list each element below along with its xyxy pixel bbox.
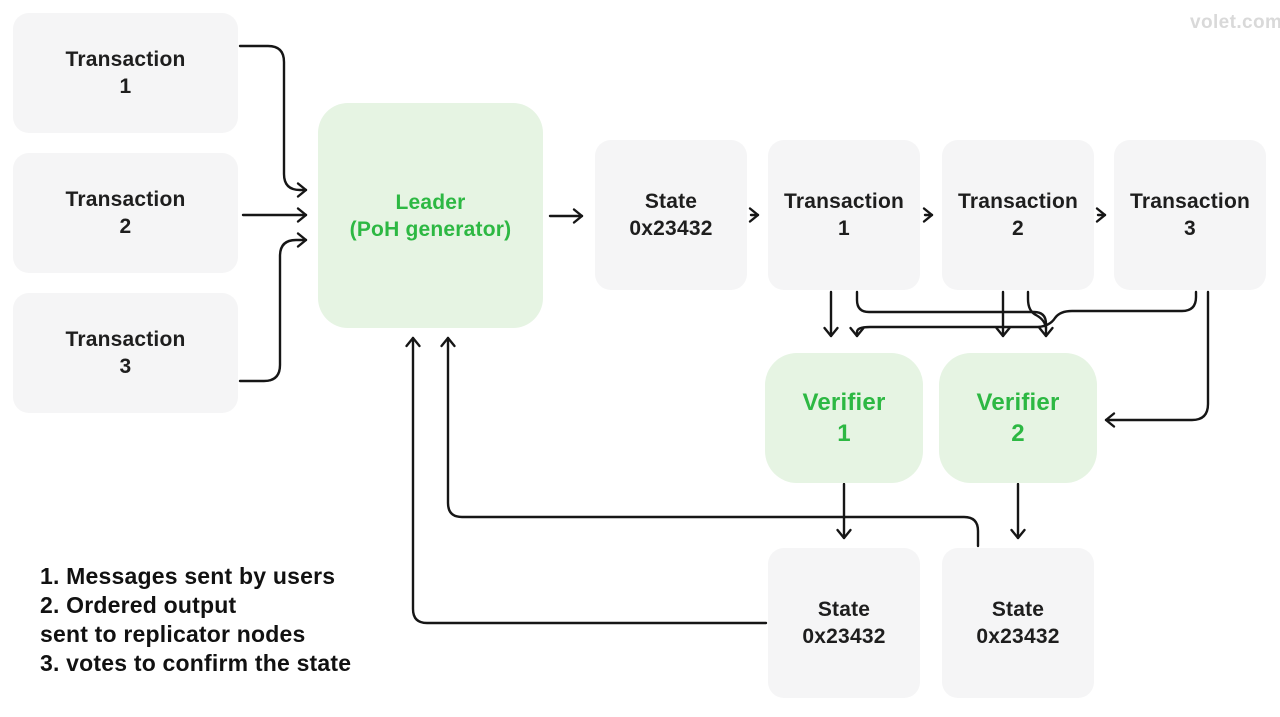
verifier-1-label: Verifier [802,389,886,416]
legend: 1. Messages sent by users 2. Ordered out… [40,562,460,678]
watermark: volet.com [1190,12,1280,33]
verifier-1-box: Verifier 1 [765,353,923,483]
input-transaction-3-box: Transaction 3 [13,293,238,413]
output-state-1-box: State 0x23432 [768,548,920,698]
legend-line-4: 3. votes to confirm the state [40,650,352,676]
input-transaction-1-number: 1 [119,75,132,98]
input-transaction-2-box: Transaction 2 [13,153,238,273]
input-transaction-1-label: Transaction [65,48,186,71]
sequence-state-box: State 0x23432 [595,140,747,290]
arrow-state2-vote-to-leader [440,336,980,548]
sequence-transaction-2-label: Transaction [957,190,1079,213]
output-state-2-label: State [991,598,1045,621]
leader-sublabel: (PoH generator) [349,217,512,241]
output-state-1-label: State [817,598,871,621]
input-transaction-2-label: Transaction [65,188,186,211]
arrow-seq-tx3-to-verifier2-side [1104,290,1210,428]
input-transaction-2-number: 2 [119,215,132,238]
sequence-transaction-3-box: Transaction 3 [1114,140,1266,290]
wire-seq-tx2-merge [1026,290,1048,330]
arrow-tx1-to-leader [238,44,308,198]
verifier-2-box: Verifier 2 [939,353,1097,483]
sequence-state-label: State [644,190,698,213]
sequence-transaction-1-label: Transaction [783,190,905,213]
leader-label: Leader [395,190,466,214]
legend-line-2: 2. Ordered output [40,592,237,618]
leader-box: Leader (PoH generator) [318,103,543,328]
input-transaction-3-number: 3 [119,355,132,378]
legend-line-1: 1. Messages sent by users [40,563,336,589]
legend-line-3: sent to replicator nodes [40,621,306,647]
arrow-seq-tx3-to-verifier1 [849,290,1198,338]
input-transaction-1-box: Transaction 1 [13,13,238,133]
verifier-1-number: 1 [837,420,851,447]
input-transaction-3-label: Transaction [65,328,186,351]
sequence-transaction-2-box: Transaction 2 [942,140,1094,290]
verifier-2-label: Verifier [976,389,1060,416]
output-state-2-hash: 0x23432 [976,625,1060,648]
verifier-2-number: 2 [1011,420,1025,447]
sequence-transaction-1-number: 1 [838,217,850,240]
arrow-seq-tx1-to-verifier2 [855,290,1054,338]
sequence-transaction-3-number: 3 [1184,217,1196,240]
sequence-transaction-1-box: Transaction 1 [768,140,920,290]
sequence-state-hash: 0x23432 [629,217,713,240]
output-state-1-hash: 0x23432 [802,625,886,648]
arrow-state1-vote-to-leader [405,336,768,625]
output-state-2-box: State 0x23432 [942,548,1094,698]
sequence-transaction-3-label: Transaction [1129,190,1251,213]
sequence-transaction-2-number: 2 [1012,217,1024,240]
arrow-tx3-to-leader [238,232,308,383]
